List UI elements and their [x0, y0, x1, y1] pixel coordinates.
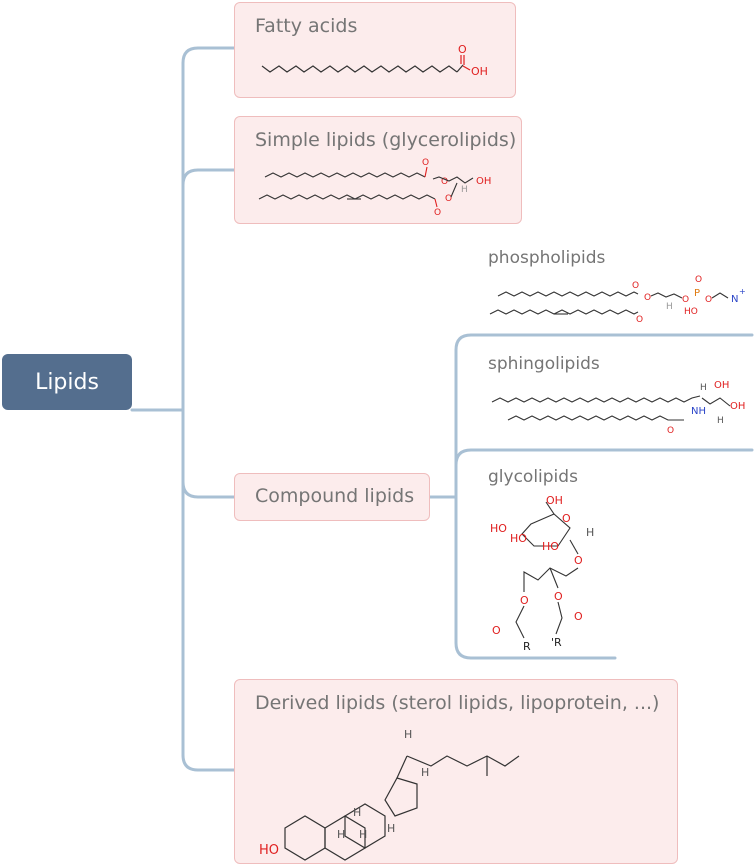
phospho-o-b: O: [644, 293, 651, 303]
glyco-o-glyc: O: [574, 554, 583, 567]
phospho-o-c: O: [705, 295, 712, 305]
glyco-o-carb2: O: [574, 610, 583, 623]
compound-lipids-title: Compound lipids: [255, 485, 415, 507]
sterol-h-c5: H: [337, 828, 345, 841]
sphingolipids-title: sphingolipids: [488, 354, 600, 374]
phospho-h: H: [666, 302, 673, 312]
glyco-ho-mid: HO: [510, 532, 527, 545]
sphingo-oh1: OH: [714, 380, 729, 391]
glyco-h: H: [586, 526, 594, 539]
simple-o3: O: [434, 208, 441, 218]
derived-lipids-title: Derived lipids (sterol lipids, lipoprote…: [255, 692, 660, 714]
glyco-oh-top: OH: [546, 494, 563, 507]
glyco-ho-low: HO: [542, 540, 559, 553]
sphingo-o: O: [667, 426, 674, 436]
sterol-ho: HO: [259, 843, 279, 858]
sphingo-nh: NH: [691, 406, 706, 417]
box-fatty-acids[interactable]: Fatty acids O OH: [234, 2, 516, 98]
glyco-o-ring: O: [562, 512, 571, 525]
acid-o-label: O: [458, 43, 467, 56]
sterol-h-c8: H: [359, 828, 367, 841]
main-trunk: [181, 46, 236, 772]
simple-h: H: [461, 185, 468, 195]
glyco-o-ester1: O: [520, 594, 529, 607]
branch-glycolipids: [454, 448, 754, 467]
box-derived-lipids[interactable]: Derived lipids (sterol lipids, lipoprote…: [234, 679, 678, 864]
glyco-o-ester2: O: [554, 590, 563, 603]
fatty-acid-structure: O OH: [261, 43, 488, 78]
branch-simple-lipids: [181, 168, 236, 187]
glyco-o-carb1: O: [492, 624, 501, 637]
phospho-o-a: O: [632, 281, 639, 291]
box-compound-lipids[interactable]: Compound lipids: [234, 473, 430, 521]
sphingolipid-structure: H OH OH NH H O: [491, 380, 745, 436]
glyco-r1: R: [523, 640, 531, 653]
phospho-o-link: O: [682, 295, 689, 305]
simple-o1: O: [422, 158, 429, 168]
glycolipid-structure: OH O H HO HO HO O O O O O R 'R: [490, 494, 594, 653]
sphingo-h2: H: [717, 416, 724, 426]
simple-o2: O: [441, 177, 448, 187]
sphingo-oh2: OH: [730, 401, 745, 412]
sterol-h-c14: H: [387, 822, 395, 835]
box-simple-lipids[interactable]: Simple lipids (glycerolipids) O O OH H O…: [234, 116, 522, 224]
sterol-h-side: H: [404, 728, 412, 741]
sphingo-h1: H: [700, 383, 707, 393]
sterol-h-c9: H: [353, 806, 361, 819]
phospholipid-structure: O O H O O P HO O N + O: [489, 275, 746, 325]
simple-oh: OH: [476, 176, 491, 187]
sub-trunk: [454, 333, 754, 660]
root-label: Lipids: [35, 369, 99, 395]
phospho-n: N: [731, 294, 738, 305]
phospho-p-o: O: [695, 275, 702, 285]
branch-compound-lipids: [181, 480, 236, 499]
acid-oh-label: OH: [471, 65, 488, 78]
simple-lipids-title: Simple lipids (glycerolipids): [255, 129, 517, 151]
glycolipids-title: glycolipids: [488, 467, 578, 487]
phospho-ho: HO: [684, 307, 698, 317]
phospho-o-d: O: [636, 315, 643, 325]
phospho-plus: +: [739, 287, 746, 296]
glycerolipid-structure: O O OH H O O: [258, 158, 491, 218]
simple-o4: O: [445, 194, 452, 204]
phospholipids-title: phospholipids: [488, 248, 606, 268]
sterol-structure: HO H H H H H H: [259, 728, 520, 861]
phospho-p: P: [694, 288, 700, 299]
glyco-r2: 'R: [551, 636, 562, 649]
sterol-h-c17: H: [421, 766, 429, 779]
glyco-ho-left: HO: [490, 522, 507, 535]
fatty-acids-title: Fatty acids: [255, 15, 358, 37]
root-node-lipids[interactable]: Lipids: [2, 354, 132, 410]
